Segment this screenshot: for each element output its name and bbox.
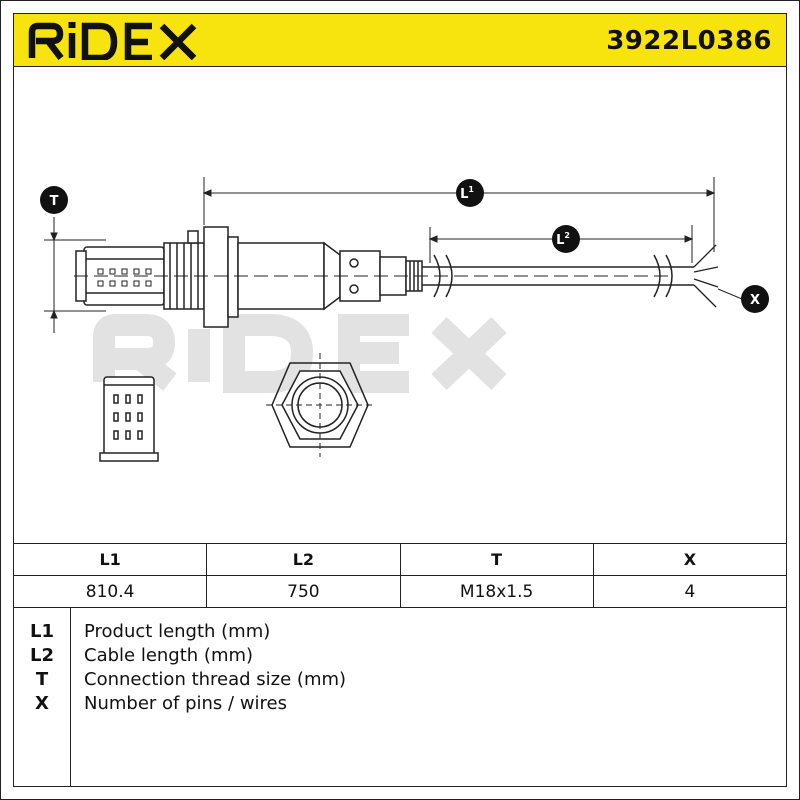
brand-logo: [28, 20, 204, 64]
value-t: M18x1.5: [399, 575, 594, 608]
legend-item: X Number of pins / wires: [14, 693, 786, 717]
dimensions-table: L1 L2 T X 810.4 750 M18x1.5 4: [12, 543, 788, 608]
value-l1: 810.4: [12, 575, 208, 608]
t-badge: [40, 186, 68, 214]
legend-text: Number of pins / wires: [84, 693, 288, 714]
value-x: 4: [592, 575, 788, 608]
tube-detail: [99, 376, 159, 462]
legend-item: L2 Cable length (mm): [14, 645, 786, 669]
hex-body: [203, 226, 423, 328]
l1-sup: 1: [468, 185, 474, 194]
svg-text:L1: L1: [460, 185, 474, 202]
t-dimension: [44, 217, 106, 333]
legend-text: Cable length (mm): [84, 645, 254, 666]
legend-key: X: [35, 693, 49, 714]
x-leader: [717, 288, 743, 300]
l1-label: L: [460, 187, 468, 202]
technical-drawing: T: [13, 67, 787, 543]
svg-text:L2: L2: [556, 231, 570, 248]
l2-badge: [552, 225, 580, 253]
legend-text: Product length (mm): [84, 621, 271, 642]
part-number: 3922L0386: [606, 26, 772, 56]
ridex-logo-icon: [28, 22, 197, 62]
legend-item: L1 Product length (mm): [14, 621, 786, 645]
hex-nut-detail: [266, 353, 374, 457]
legend-item: T Connection thread size (mm): [14, 669, 786, 693]
wire-ends: [693, 244, 719, 308]
table-row: 810.4 750 M18x1.5 4: [12, 575, 788, 608]
watermark: [93, 314, 507, 393]
legend-text: Connection thread size (mm): [84, 669, 347, 690]
legend-key: L2: [30, 645, 54, 666]
header-bar: 3922L0386: [13, 13, 787, 67]
legend-divider: [70, 607, 71, 786]
thread-section: [163, 230, 205, 310]
header-t: T: [399, 543, 594, 576]
l2-label: L: [556, 233, 564, 248]
sensor-tip-holes: [97, 268, 152, 287]
value-l2: 750: [206, 575, 401, 608]
header-l1: L1: [12, 543, 208, 576]
header-x: X: [592, 543, 788, 576]
table-header-row: L1 L2 T X: [12, 543, 788, 576]
cable: [422, 254, 694, 298]
x-badge: [741, 285, 769, 313]
l1-badge: [456, 179, 484, 207]
legend: L1 Product length (mm) L2 Cable length (…: [13, 607, 787, 787]
oxygen-sensor-drawing: T: [40, 177, 769, 462]
legend-key: L1: [30, 621, 54, 642]
legend-key: T: [35, 669, 49, 690]
header-l2: L2: [206, 543, 401, 576]
x-label: X: [750, 293, 760, 308]
t-label: T: [50, 194, 59, 209]
l2-sup: 2: [564, 231, 570, 240]
